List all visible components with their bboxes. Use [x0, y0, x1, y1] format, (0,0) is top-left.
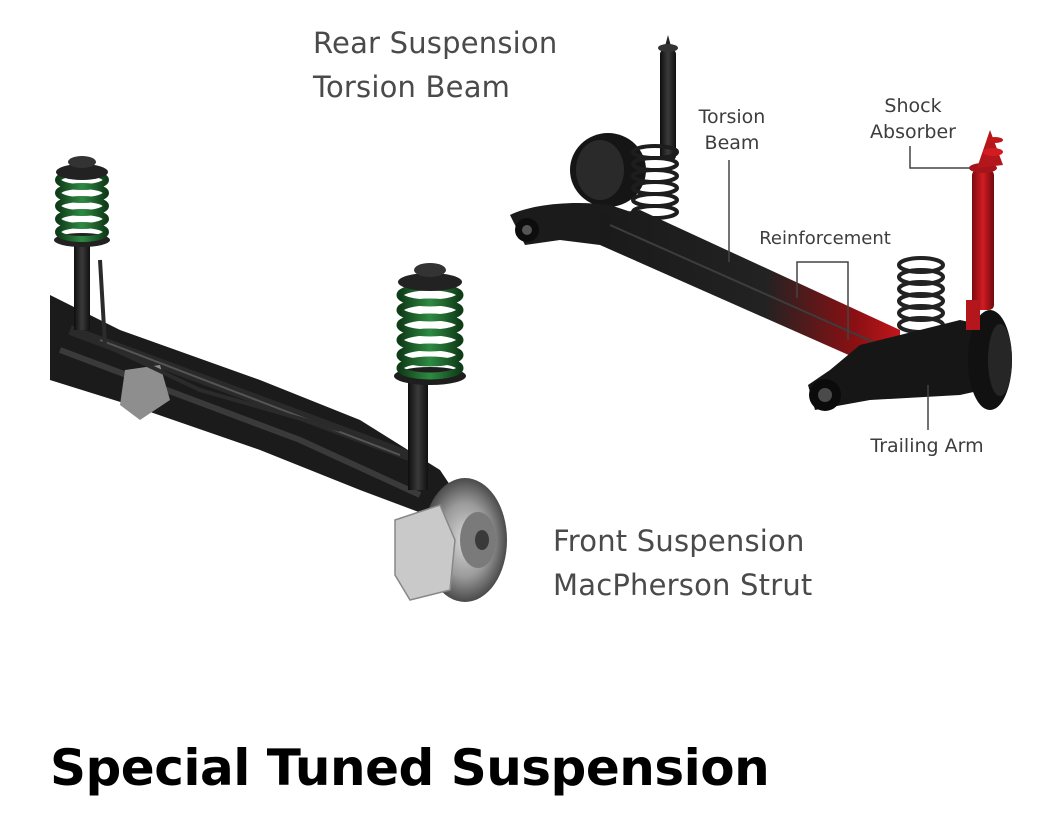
page-heading: Special Tuned Suspension — [50, 739, 770, 797]
rear-left-shock — [660, 50, 676, 160]
shock-absorber-label-line1: Shock — [884, 95, 942, 117]
rear-title-line2: Torsion Beam — [313, 70, 511, 104]
reinforcement-label: Reinforcement — [759, 228, 891, 249]
front-left-strut — [74, 240, 90, 330]
rear-suspension — [510, 35, 1012, 411]
leader-lines — [728, 146, 970, 430]
rear-suspension-title: Rear Suspension Torsion Beam — [313, 21, 557, 109]
front-brake-caliper — [394, 504, 456, 601]
reinforcement-leader — [796, 261, 849, 340]
shock-absorber-label: Shock Absorber — [860, 93, 966, 145]
shock-absorber-part — [972, 170, 994, 310]
rear-right-spring — [897, 256, 945, 334]
torsion-beam-label-line2: Beam — [704, 132, 760, 154]
front-suspension-title: Front Suspension MacPherson Strut — [553, 519, 812, 607]
rear-title-line1: Rear Suspension — [313, 26, 558, 60]
rear-right-trailing-arm — [808, 320, 1005, 410]
shock-absorber-leader — [909, 146, 970, 169]
front-suspension — [50, 156, 507, 602]
torsion-beam-label-line1: Torsion — [698, 106, 766, 128]
torsion-beam-part — [600, 210, 900, 360]
shock-absorber-label-line2: Absorber — [870, 121, 956, 143]
front-title-line2: MacPherson Strut — [553, 568, 813, 602]
torsion-beam-label: Torsion Beam — [684, 104, 780, 156]
sway-bar — [98, 259, 341, 432]
front-left-knuckle — [120, 365, 170, 420]
rear-left-spring — [631, 144, 679, 220]
front-left-spring — [55, 170, 109, 242]
trailing-arm-label: Trailing Arm — [870, 435, 984, 457]
front-right-spring — [396, 283, 464, 380]
front-title-line1: Front Suspension — [553, 524, 805, 558]
front-right-strut — [408, 380, 428, 490]
